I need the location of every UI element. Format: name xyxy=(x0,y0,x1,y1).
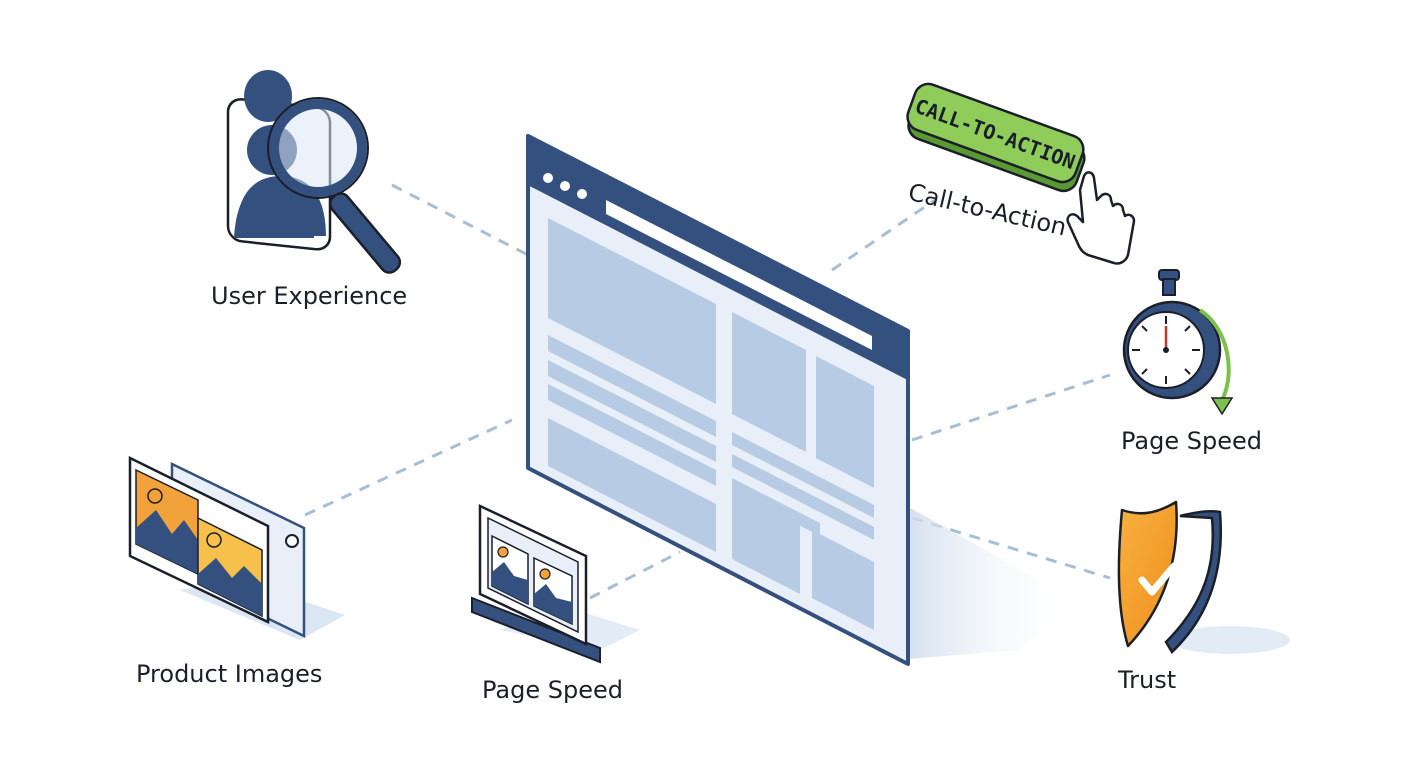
shield-check-icon xyxy=(1117,500,1290,654)
magnifier-rim xyxy=(267,97,369,199)
magnifier-handle xyxy=(328,192,402,274)
window-dot xyxy=(577,189,587,199)
stopwatch-stem xyxy=(1162,278,1176,296)
stopwatch-icon xyxy=(1122,269,1234,416)
person-body xyxy=(234,180,314,238)
label-product-images: Product Images xyxy=(136,660,323,688)
label-trust: Trust xyxy=(1118,666,1177,694)
speed-arrowhead xyxy=(1210,397,1234,416)
pointer-hand xyxy=(1066,171,1136,265)
label-page-speed-bottom: Page Speed xyxy=(482,676,623,704)
magnifier-lens xyxy=(269,99,367,197)
page-content-blocks xyxy=(548,218,874,630)
content-block xyxy=(548,418,716,552)
content-block xyxy=(812,530,874,630)
content-strip xyxy=(548,335,716,437)
content-strip xyxy=(732,432,874,518)
label-page-speed-right: Page Speed xyxy=(1121,427,1262,455)
window-dot xyxy=(560,181,570,191)
connector-call-to-action xyxy=(831,198,936,272)
connector-trust xyxy=(911,516,1111,580)
address-bar xyxy=(606,200,872,350)
shield-side xyxy=(1164,509,1223,654)
browser-window-icon xyxy=(526,134,1075,666)
image-mountain xyxy=(198,558,262,616)
image-stack-icon xyxy=(128,455,345,640)
sidebar-block xyxy=(816,356,874,488)
cta-button xyxy=(906,82,1085,184)
connector-lines xyxy=(304,183,1111,600)
connector-page-speed-bottom xyxy=(589,550,681,600)
image-mountain xyxy=(136,510,198,574)
content-block xyxy=(732,488,800,594)
connector-product-images xyxy=(304,418,513,517)
content-strip xyxy=(732,478,820,536)
cta-button-hand-icon: CALL-TO-ACTION xyxy=(906,82,1136,265)
sidebar-block xyxy=(732,312,806,452)
window-dot xyxy=(543,173,553,183)
monitor-images-icon xyxy=(471,504,640,664)
content-strip xyxy=(548,360,716,462)
connector-page-speed-right xyxy=(911,373,1111,442)
connector-user-experience xyxy=(391,183,529,257)
label-user-experience: User Experience xyxy=(211,282,408,310)
hero-block xyxy=(548,218,716,404)
speed-arrow xyxy=(1198,308,1231,401)
content-strip xyxy=(548,384,716,486)
magnifier-person-icon xyxy=(226,70,402,274)
content-strip xyxy=(732,454,874,540)
shield-shadow xyxy=(1170,626,1290,654)
checkmark xyxy=(1138,562,1178,596)
shield xyxy=(1117,500,1178,648)
browser-shadow xyxy=(895,505,1075,660)
